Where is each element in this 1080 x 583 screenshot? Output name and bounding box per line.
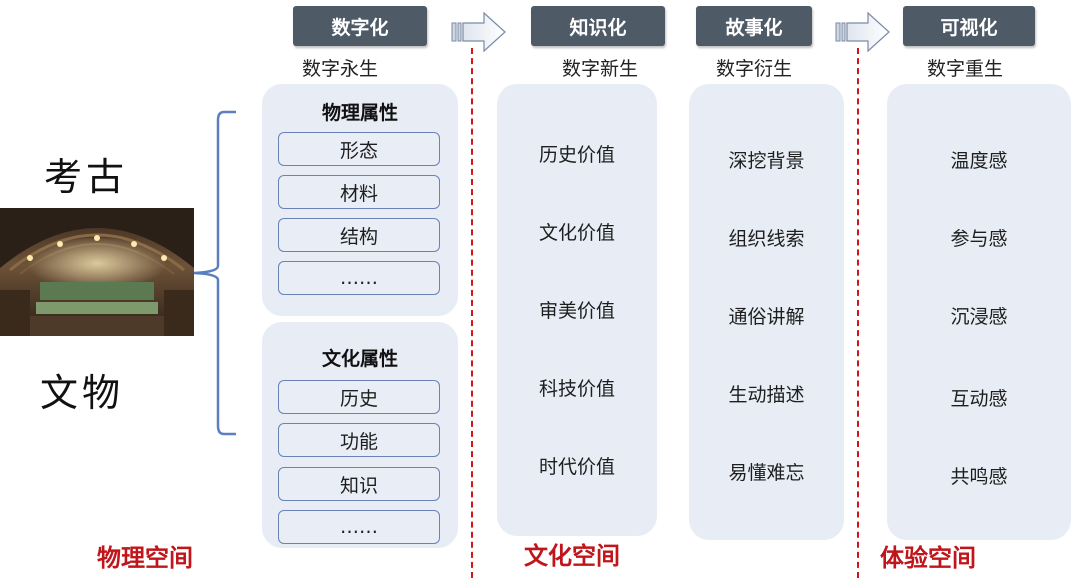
- stage-tag-digitize: 数字化: [293, 6, 427, 46]
- excavation-site-photo: [0, 208, 194, 336]
- knowledge-values-column: 历史价值 文化价值 审美价值 科技价值 时代价值: [497, 84, 657, 536]
- experience-column: 温度感 参与感 沉浸感 互动感 共鸣感: [887, 84, 1071, 540]
- relics-label: 文物: [40, 371, 125, 415]
- stage-tag-knowledge: 知识化: [531, 6, 665, 46]
- attribute-item: 知识: [278, 467, 440, 501]
- attribute-item: 结构: [278, 218, 440, 252]
- experience-item: 共鸣感: [950, 466, 1008, 488]
- value-item: 科技价值: [538, 378, 615, 400]
- divider-dashed-line: [471, 48, 473, 578]
- panel-title: 物理属性: [321, 102, 398, 124]
- attribute-item: 形态: [278, 132, 440, 166]
- experience-item: 沉浸感: [950, 306, 1008, 328]
- attribute-item: 历史: [278, 380, 440, 414]
- stage-tag-story: 故事化: [696, 6, 812, 46]
- storytelling-column: 深挖背景 组织线索 通俗讲解 生动描述 易懂难忘: [689, 84, 844, 540]
- experience-item: 参与感: [950, 228, 1008, 250]
- physical-space-label: 物理空间: [97, 544, 193, 572]
- experience-space-label: 体验空间: [880, 544, 976, 572]
- value-item: 时代价值: [538, 456, 615, 478]
- stage-tag-visualize: 可视化: [903, 6, 1035, 46]
- experience-item: 互动感: [950, 388, 1008, 410]
- attribute-item: 功能: [278, 423, 440, 457]
- stage-subtitle: 数字衍生: [715, 58, 792, 80]
- story-item: 通俗讲解: [728, 306, 805, 328]
- archaeology-label: 考古: [44, 155, 129, 199]
- panel-title: 文化属性: [321, 348, 398, 370]
- attribute-item: ……: [278, 510, 440, 544]
- value-item: 文化价值: [538, 222, 615, 244]
- cultural-space-label: 文化空间: [524, 542, 620, 570]
- stage-label: 故事化: [725, 16, 783, 39]
- stage-label: 数字化: [331, 16, 389, 39]
- value-item: 历史价值: [538, 144, 615, 166]
- stage-label: 知识化: [569, 16, 627, 39]
- stage-subtitle: 数字永生: [301, 58, 378, 80]
- attribute-item: 材料: [278, 175, 440, 209]
- story-item: 生动描述: [728, 384, 805, 406]
- stage-subtitle: 数字重生: [926, 58, 1003, 80]
- physical-attributes-panel: 物理属性 形态 材料 结构 ……: [262, 84, 458, 316]
- story-item: 易懂难忘: [728, 462, 805, 484]
- attribute-item: ……: [278, 261, 440, 295]
- experience-item: 温度感: [950, 150, 1008, 172]
- story-item: 组织线索: [728, 228, 805, 250]
- stage-subtitle: 数字新生: [561, 58, 638, 80]
- grouping-bracket: [193, 110, 236, 436]
- arrow-right-icon: [451, 11, 506, 53]
- stage-label: 可视化: [940, 16, 998, 39]
- cultural-attributes-panel: 文化属性 历史 功能 知识 ……: [262, 322, 458, 548]
- arrow-right-icon: [835, 11, 890, 53]
- story-item: 深挖背景: [728, 150, 805, 172]
- divider-dashed-line: [857, 48, 859, 578]
- value-item: 审美价值: [538, 300, 615, 322]
